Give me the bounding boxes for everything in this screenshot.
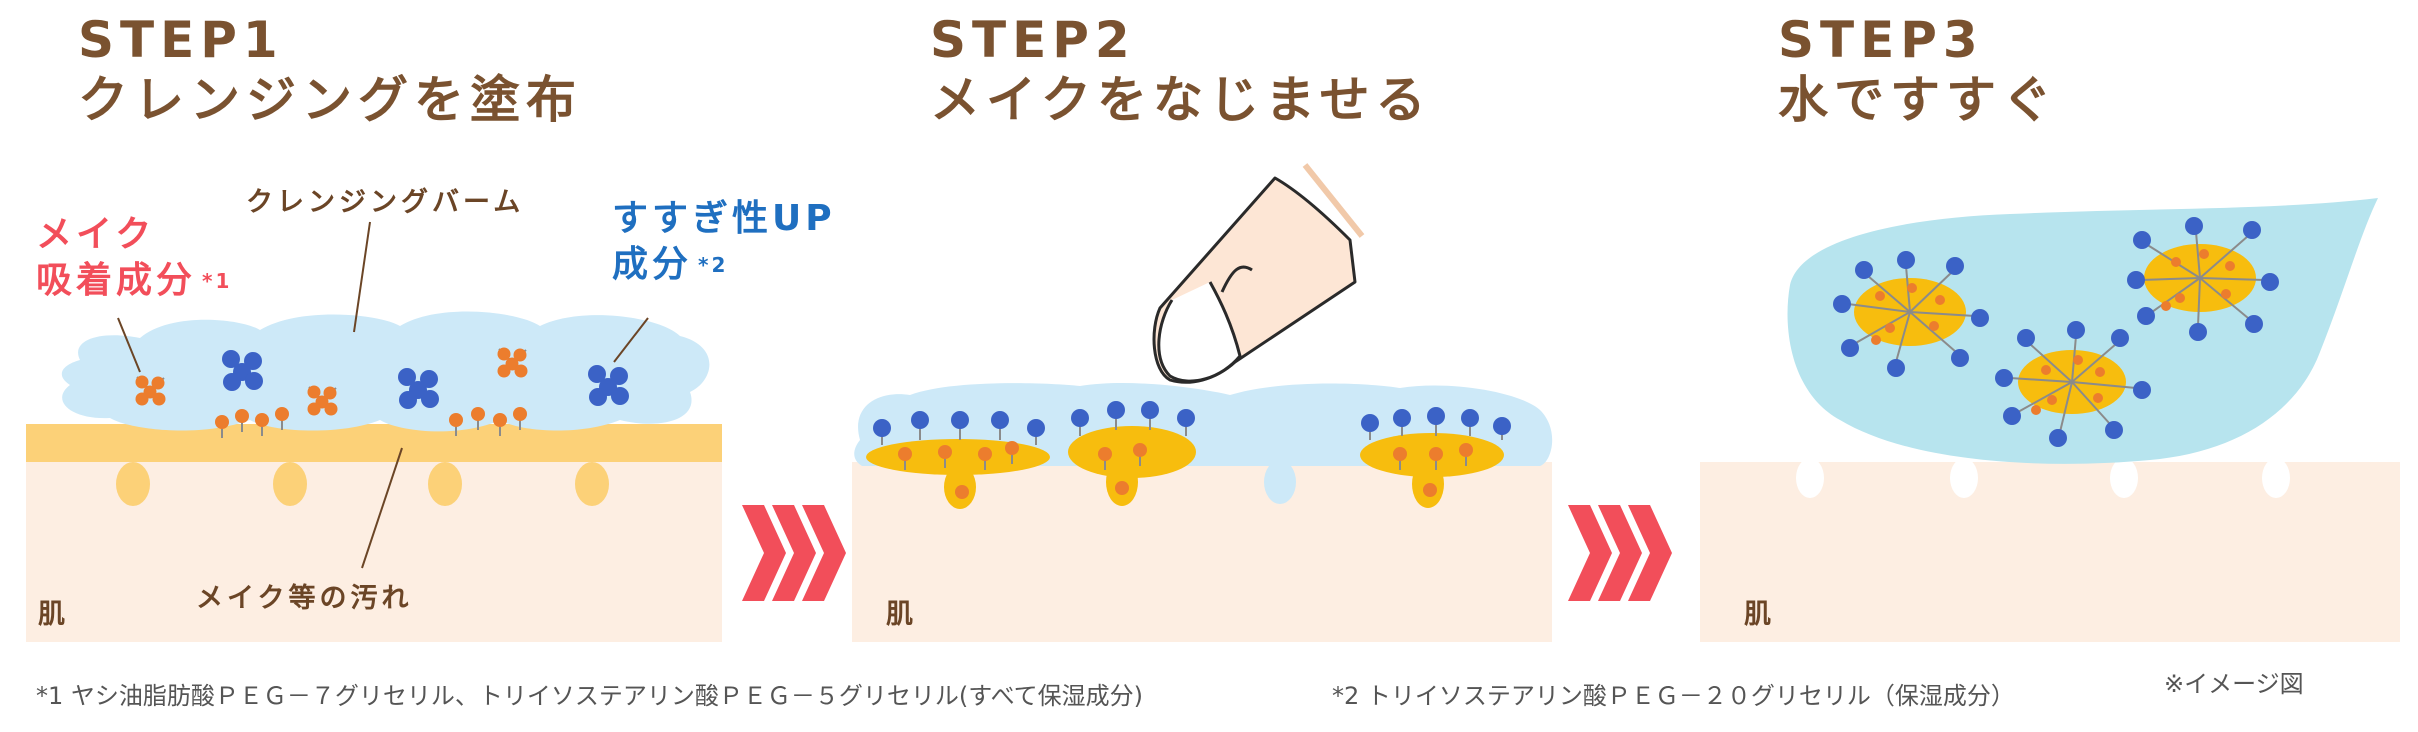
image-note: ※イメージ図 [2164,664,2304,699]
footnote-1: *1 ヤシ油脂肪酸ＰＥＧ－７グリセリル、トリイソステアリン酸ＰＥＧ－５グリセリル… [36,676,1143,711]
rinse-up-line2: 成分*2 [612,242,836,288]
makeup-adsorb-line2: 吸着成分*1 [36,258,232,304]
step2-illustration [852,165,1552,642]
step2-balm-drip [1264,460,1296,504]
adsorb-footnote-mark: *1 [202,269,232,293]
finger-illustration [1154,165,1362,382]
rinse-footnote-mark: *2 [698,253,728,277]
arrow-1 [742,505,846,601]
makeup-adsorb-label: メイク 吸着成分*1 [36,212,232,304]
rinse-up-line1: すすぎ性UP [612,196,836,242]
step3-skin-label: 肌 [1744,592,1771,631]
rinse-up-label: すすぎ性UP 成分*2 [612,196,836,288]
step2-skin-label: 肌 [886,592,913,631]
balm-label: クレンジングバーム [246,180,524,219]
step1-skin-label: 肌 [38,592,65,631]
step3-illustration [1700,198,2400,642]
makeup-dirt-label: メイク等の汚れ [196,576,412,615]
footnote-2: *2 トリイソステアリン酸ＰＥＧ－２０グリセリル（保湿成分） [1332,676,2015,711]
makeup-adsorb-line1: メイク [36,212,232,258]
step1-makeup-layer [26,424,722,462]
arrow-2 [1568,505,1672,601]
